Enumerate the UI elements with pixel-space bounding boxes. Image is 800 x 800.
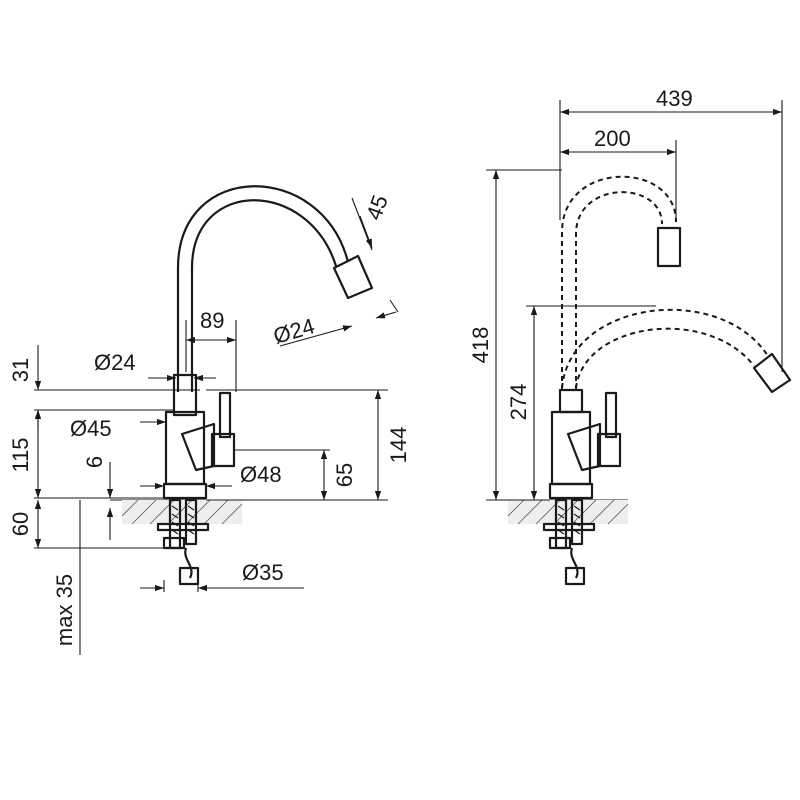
right-faucet-view: 439 200 418 274 [468,86,792,586]
dim-31: 31 [8,358,33,382]
mounting-hardware-left [156,498,210,586]
countertop-left [110,499,243,525]
faucet-body-right [550,410,592,486]
dim-d24-spout: Ø24 [270,313,317,348]
dim-45: 45 [361,192,393,224]
dim-115: 115 [8,437,33,472]
lever-cartridge [180,422,216,472]
lever-cartridge-right [566,422,602,472]
spout-head-lower [752,352,792,394]
lever-handle [218,391,232,439]
spout-pipe [176,185,350,392]
dim-89: 89 [200,308,224,333]
dim-200: 200 [594,126,631,151]
mounting-hardware-right [542,498,596,586]
dim-max35: max 35 [52,574,77,646]
dim-60: 60 [8,512,33,536]
extension-lines-right [486,100,783,501]
dim-144: 144 [386,427,411,464]
pipe-base [172,373,198,417]
dim-274: 274 [506,384,531,421]
spout-head-upper [656,226,682,268]
spout-lower-position [561,308,769,389]
dim-d24-pipe: Ø24 [94,350,136,375]
spout-upper-position [561,175,677,390]
dimension-lines-right [492,108,782,500]
dim-d35: Ø35 [242,560,284,585]
dim-439: 439 [656,86,693,111]
spout-head [332,254,374,300]
dim-d48: Ø48 [240,462,282,487]
base-ring-right [548,482,594,500]
lever-handle-right [604,391,618,439]
dim-d45: Ø45 [70,416,112,441]
dim-65: 65 [332,463,357,487]
pipe-base-right [558,388,584,414]
dim-6: 6 [82,456,107,468]
dimension-lines-left [34,215,397,592]
left-faucet-view: 31 115 60 max 35 6 Ø24 89 Ø45 Ø48 65 144… [8,185,411,655]
dim-418: 418 [468,327,493,364]
base-ring [162,482,208,500]
faucet-body [164,410,206,486]
